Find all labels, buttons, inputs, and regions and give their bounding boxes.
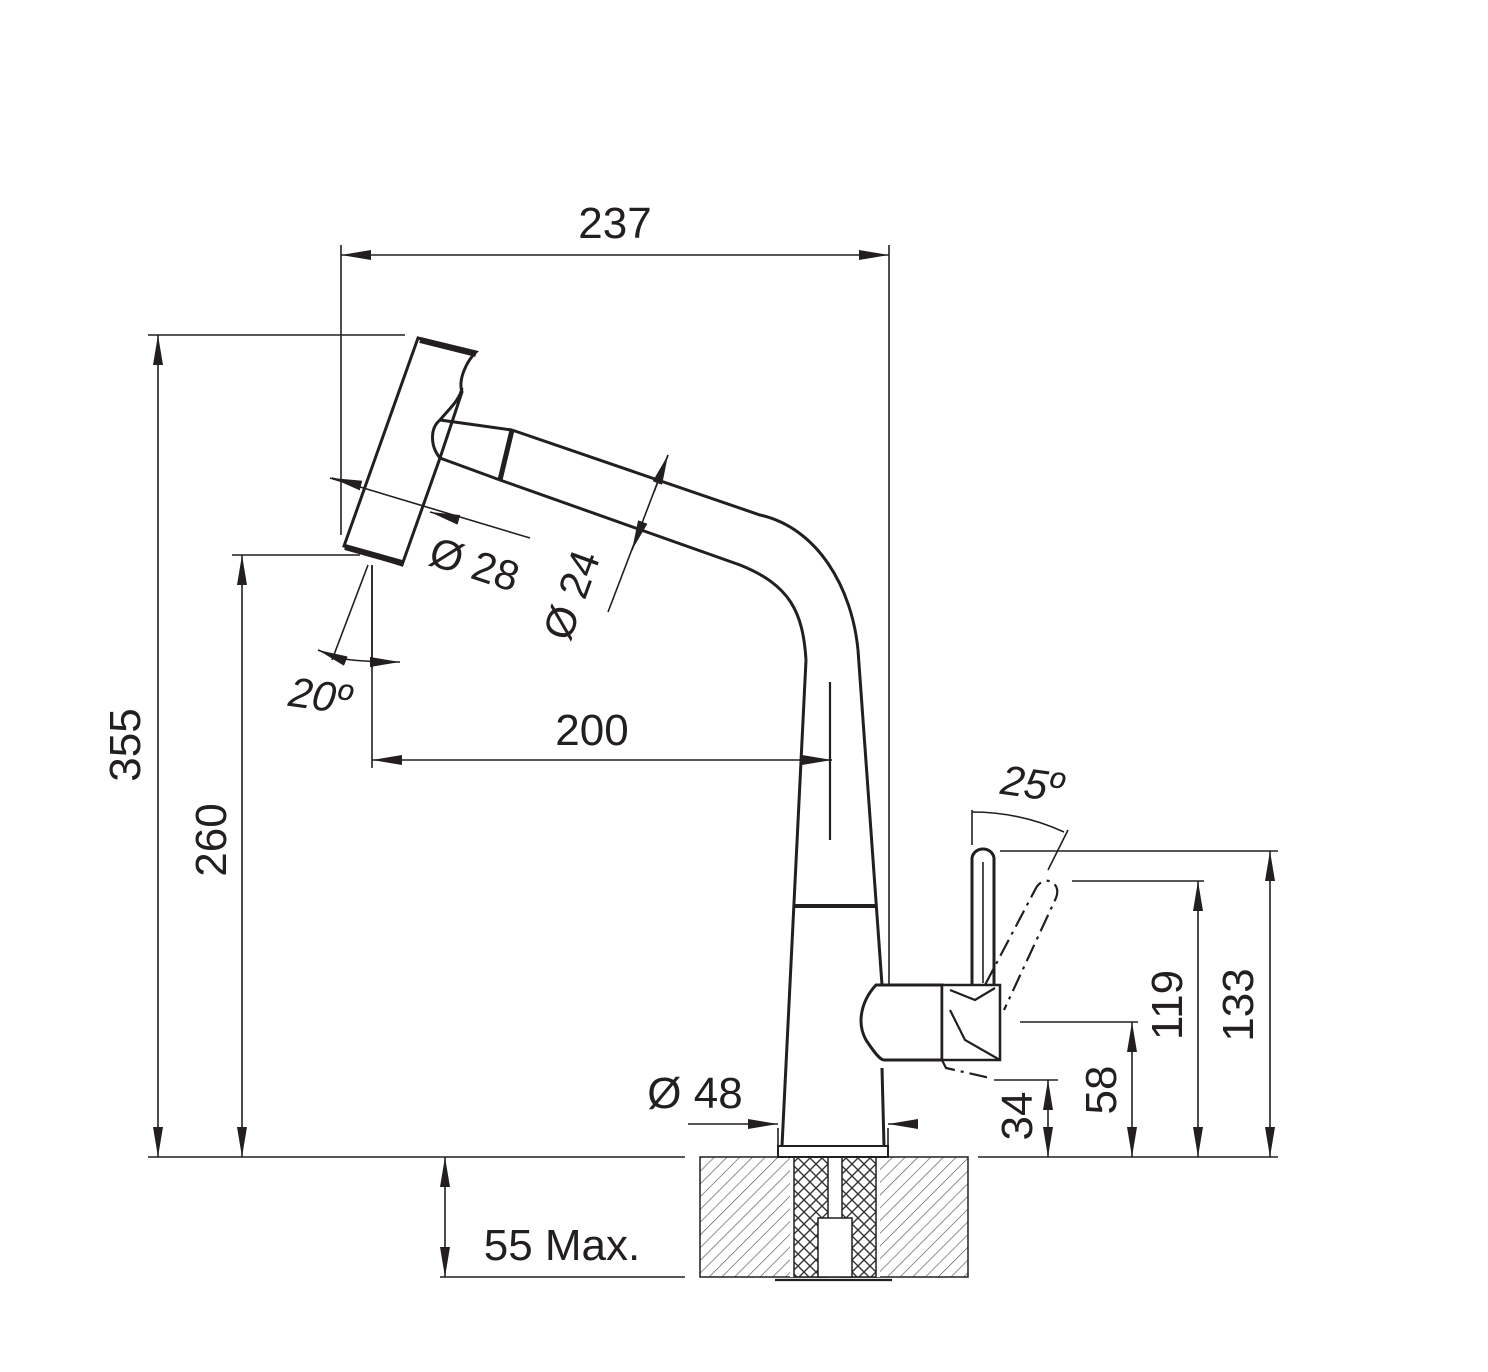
dim-237-label: 237 (578, 199, 651, 248)
dim-diameter-48-label: Ø 48 (647, 1069, 742, 1118)
dim-133-label: 133 (1214, 968, 1263, 1041)
faucet-outline (342, 336, 1059, 1158)
dim-diameter-24-label: Ø 24 (534, 544, 609, 646)
mounting-rod (817, 1217, 853, 1278)
dim-diameter-48: Ø 48 (647, 1069, 918, 1146)
dim-55-max-label: 55 Max. (484, 1221, 641, 1270)
dim-200-label: 200 (555, 706, 628, 755)
dim-119-label: 119 (1143, 970, 1192, 1040)
dim-angle-25-label: 25º (997, 756, 1068, 812)
dim-angle-20: 20º (285, 564, 401, 724)
dim-260-label: 260 (187, 803, 236, 876)
dim-55-max: 55 Max. (440, 1157, 685, 1278)
dim-260: 260 (187, 554, 360, 1157)
dim-diameter-28-label: Ø 28 (424, 528, 525, 601)
dim-angle-20-label: 20º (285, 668, 356, 724)
dim-34-label: 34 (993, 1092, 1042, 1141)
dim-diameter-24: Ø 24 (534, 454, 669, 646)
dim-angle-25: 25º (971, 756, 1069, 871)
dim-355: 355 (101, 334, 685, 1158)
dim-200: 200 (371, 565, 832, 768)
dim-355-label: 355 (101, 708, 150, 781)
dim-right-heights: 133 119 58 34 (978, 850, 1278, 1158)
countertop-section (699, 1156, 969, 1282)
dim-diameter-28: Ø 28 (329, 477, 531, 601)
dim-58-label: 58 (1077, 1066, 1126, 1115)
